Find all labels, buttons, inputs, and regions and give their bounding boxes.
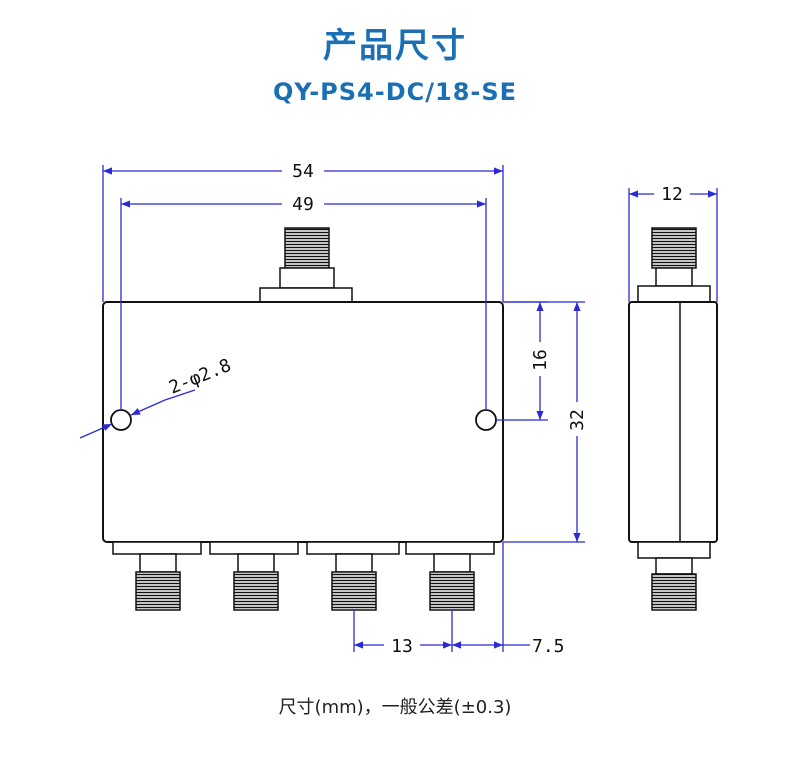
dim-hole-offset: 16 [530, 349, 551, 371]
dim-edge-offset: 7.5 [532, 636, 565, 657]
dim-body-height: 32 [567, 409, 588, 431]
mounting-hole-left [110, 409, 132, 431]
side-view [628, 227, 718, 611]
dim-side-thickness: 12 [661, 184, 683, 205]
dim-hole-spacing: 49 [292, 194, 314, 215]
tolerance-note: 尺寸(mm)，一般公差(±0.3) [278, 697, 512, 718]
model-number: QY-PS4-DC/18-SE [272, 78, 518, 106]
front-view [102, 227, 504, 611]
input-connector [259, 227, 353, 303]
dim-overall-width: 54 [292, 161, 314, 182]
mounting-hole-right [475, 409, 497, 431]
housing-body [102, 301, 504, 543]
dim-port-pitch: 13 [391, 636, 413, 657]
page-title: 产品尺寸 [323, 26, 467, 66]
output-connectors [112, 541, 495, 611]
